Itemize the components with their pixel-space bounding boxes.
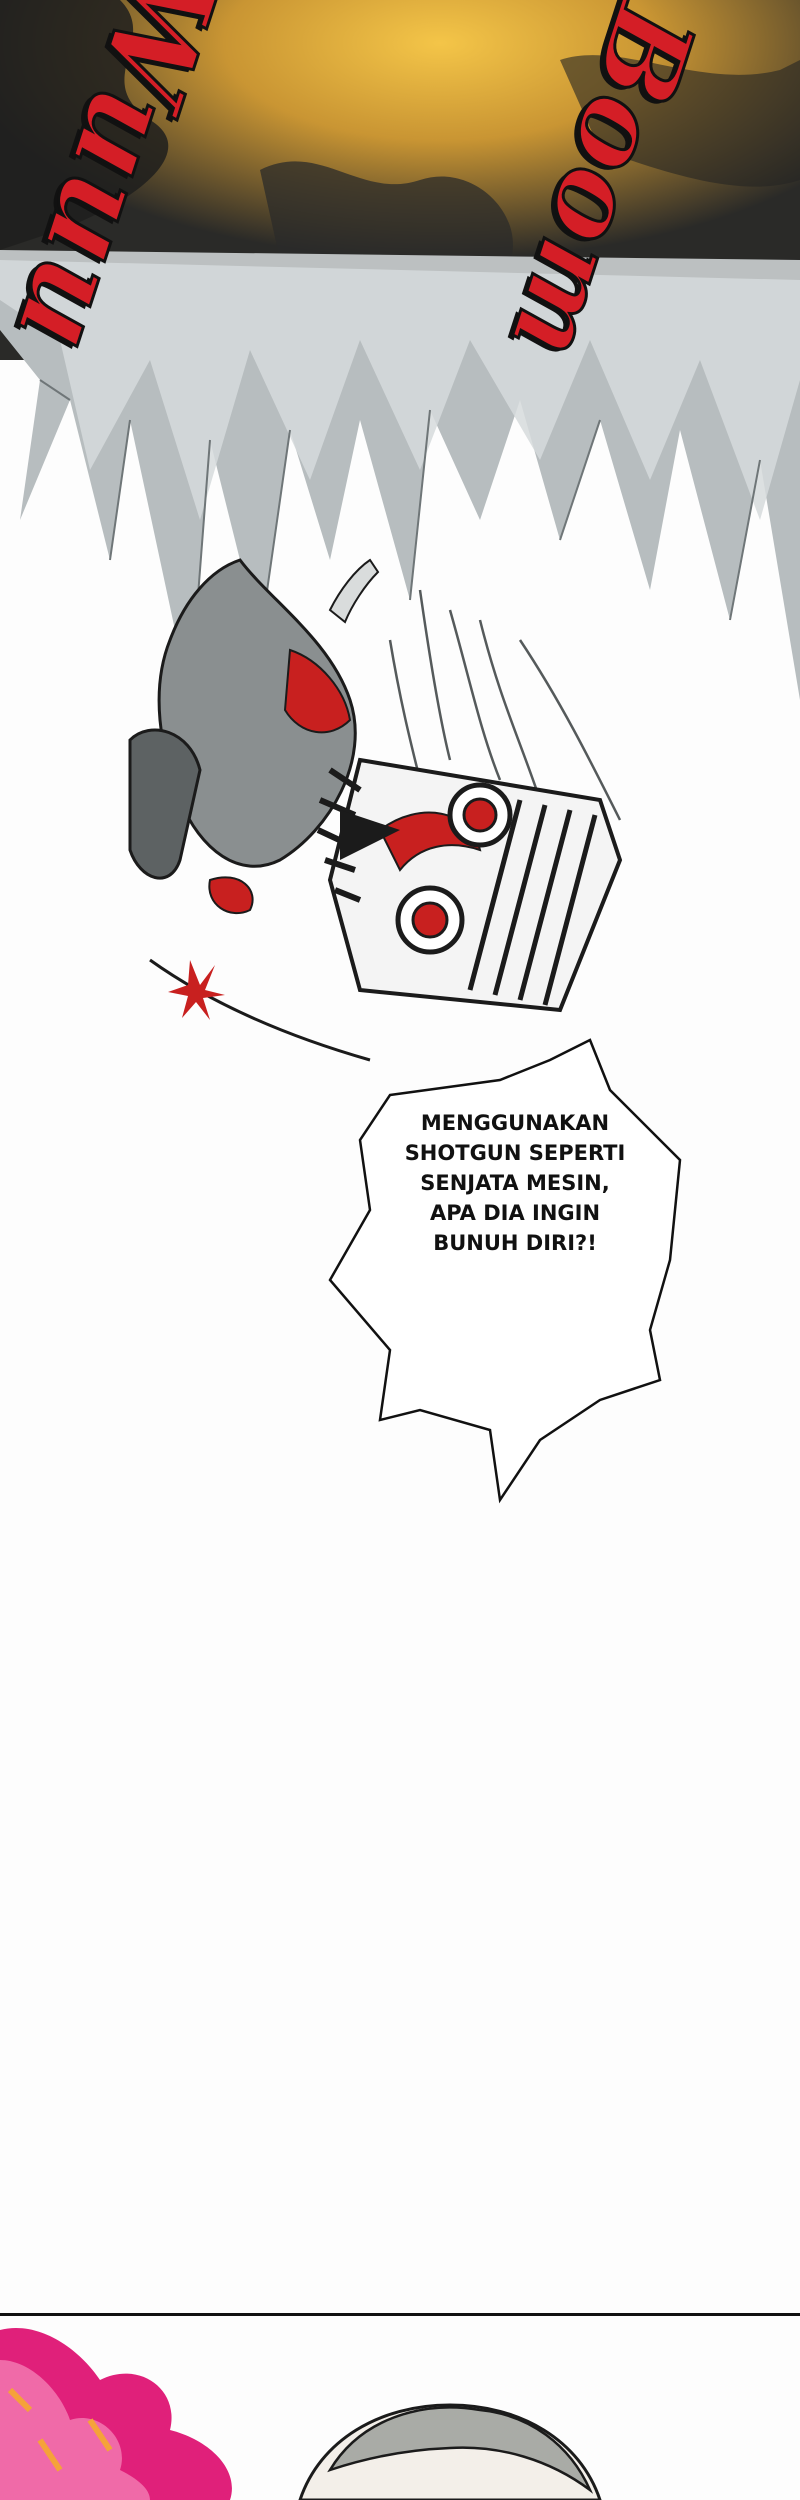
mask-eye-upper-pupil [462, 797, 498, 833]
orange-embers [7, 2387, 113, 2472]
character-hair [327, 2406, 594, 2494]
speech-line: SHOTGUN SEPERTI [404, 1141, 626, 1165]
speech-line: SENJATA MESIN, [420, 1171, 610, 1195]
mask-stripes [467, 799, 598, 1006]
demon-mask [316, 757, 623, 1013]
falling-fighter [128, 558, 622, 1062]
fighter-body [157, 558, 357, 868]
mask-eye-lower-pupil [411, 901, 449, 939]
speech-line: MENGGUNAKAN [420, 1111, 610, 1135]
dark-smoke [0, 0, 169, 250]
panel-divider [0, 2313, 800, 2316]
flowing-hair [388, 589, 622, 821]
speech-line: APA DIA INGIN [429, 1201, 601, 1225]
fighter-red-sash [208, 648, 352, 915]
fighter-arm [328, 558, 380, 624]
ice-shards-shadow [0, 250, 800, 520]
ice-shard-lines [39, 379, 761, 701]
mask-teeth [316, 767, 362, 903]
speech-bubble-text: MENGGUNAKAN SHOTGUN SEPERTI SENJATA MESI… [370, 1108, 660, 1258]
fighter-sword [149, 958, 371, 1062]
speech-bubble-shape [328, 1038, 682, 1504]
speech-line: BUNUH DIRI?! [433, 1231, 597, 1255]
mask-fang [340, 810, 400, 860]
fighter-legs [128, 728, 202, 880]
magenta-flash-highlight [0, 2360, 150, 2500]
sword-spark [168, 960, 225, 1020]
dark-smoke [560, 55, 800, 187]
